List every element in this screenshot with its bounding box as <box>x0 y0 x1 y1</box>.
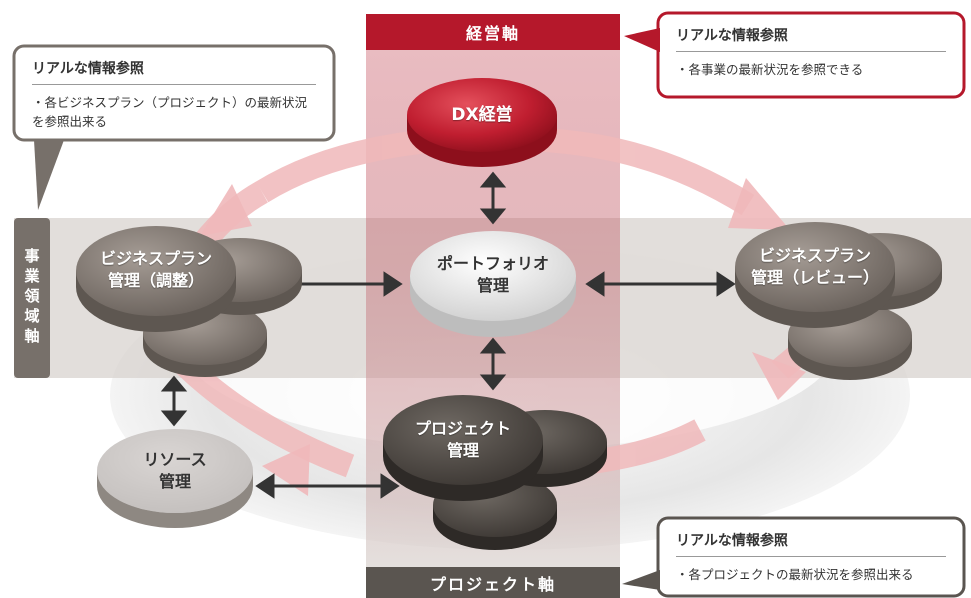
callout-top-left-title: リアルな情報参照 <box>32 58 316 85</box>
portfolio-label-line1: ポートフォリオ <box>436 254 549 273</box>
project-label: プロジェクト 管理 <box>383 418 543 462</box>
project-label-line2: 管理 <box>446 441 479 460</box>
bp-review-label-line1: ビジネスプラン <box>758 246 871 265</box>
bp-review-disks <box>735 222 942 380</box>
callout-top-right: リアルな情報参照 ・各事業の最新状況を参照できる <box>662 17 960 93</box>
callout-top-right-text: ・各事業の最新状況を参照できる <box>676 62 864 77</box>
project-label-line1: プロジェクト <box>414 419 511 438</box>
project-axis-footer <box>366 567 620 598</box>
business-axis-tab <box>14 218 50 378</box>
bp-review-label: ビジネスプラン 管理（レビュー） <box>735 245 895 289</box>
bp-review-label-line2: 管理（レビュー） <box>750 268 879 287</box>
callout-top-right-title: リアルな情報参照 <box>676 25 946 52</box>
connector-arrows <box>160 171 736 499</box>
callout-bottom-right-text: ・各プロジェクトの最新状況を参照出来る <box>676 567 914 582</box>
project-axis-label: プロジェクト軸 <box>429 575 556 594</box>
bp-adjust-label-line1: ビジネスプラン <box>99 249 212 268</box>
management-axis-label: 経営軸 <box>465 24 520 43</box>
callout-top-left-text: ・各ビジネスプラン（プロジェクト）の最新状況を参照出来る <box>32 95 308 129</box>
resource-disk <box>97 429 253 528</box>
resource-label-line2: 管理 <box>158 472 191 491</box>
bp-adjust-label-line2: 管理（調整） <box>107 271 204 290</box>
portfolio-label-line2: 管理 <box>476 276 509 295</box>
dx-label: DX経営 <box>451 105 513 125</box>
project-disks <box>383 395 607 550</box>
business-axis-label: 事業領域軸 <box>24 247 40 345</box>
bp-adjust-disks <box>76 226 302 377</box>
management-axis-header <box>366 14 620 50</box>
resource-label: リソース 管理 <box>97 449 253 493</box>
callout-top-left: リアルな情報参照 ・各ビジネスプラン（プロジェクト）の最新状況を参照出来る <box>18 50 330 136</box>
portfolio-label: ポートフォリオ 管理 <box>410 253 576 297</box>
cycle-arrowheads <box>200 178 806 496</box>
callout-bottom-right: リアルな情報参照 ・各プロジェクトの最新状況を参照出来る <box>662 522 960 592</box>
callout-bottom-right-title: リアルな情報参照 <box>676 530 946 557</box>
bp-adjust-label: ビジネスプラン 管理（調整） <box>76 248 236 292</box>
dx-disk <box>407 78 557 167</box>
portfolio-disk <box>410 231 576 337</box>
resource-label-line1: リソース <box>143 450 207 469</box>
